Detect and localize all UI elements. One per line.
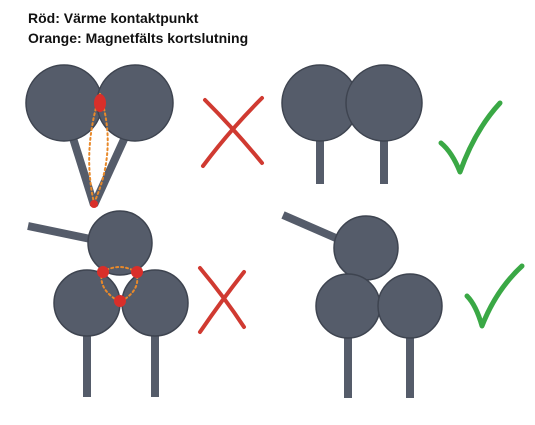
magnet-ball xyxy=(315,273,381,339)
heat-contact-point xyxy=(97,266,109,278)
magnet-ball xyxy=(121,269,189,337)
magnet-ball xyxy=(345,64,423,142)
magnet-ball xyxy=(333,215,399,281)
legend: Röd: Värme kontaktpunkt Orange: Magnetfä… xyxy=(28,8,248,48)
magnetic-short-line xyxy=(100,266,139,304)
example-top-right-correct xyxy=(281,64,423,184)
legend-red-label: Röd: Värme kontaktpunkt xyxy=(28,10,199,26)
stick xyxy=(316,120,324,184)
stick xyxy=(281,211,347,246)
cross-icon xyxy=(198,266,246,334)
magnet-ball xyxy=(87,210,153,276)
magnet-ball xyxy=(53,269,121,337)
legend-orange-label: Orange: Magnetfälts kortslutning xyxy=(28,30,249,46)
magnet-ball xyxy=(96,64,174,142)
stick xyxy=(68,133,98,207)
heat-contact-point xyxy=(114,295,126,307)
stick xyxy=(344,318,352,398)
stick xyxy=(406,318,414,398)
stick xyxy=(90,133,130,207)
example-bottom-left-wrong xyxy=(27,210,189,397)
stick xyxy=(380,120,388,184)
stick xyxy=(151,320,159,397)
cross-icon xyxy=(201,96,264,168)
checkmark-icon xyxy=(464,263,525,329)
example-bottom-right-correct xyxy=(281,211,443,398)
stick xyxy=(83,320,91,397)
heat-contact-point xyxy=(90,200,98,208)
heat-contact-point xyxy=(94,94,106,112)
heat-contact-point xyxy=(131,266,143,278)
magnet-ball xyxy=(377,273,443,339)
checkmark-icon xyxy=(438,100,503,175)
example-top-left-wrong xyxy=(25,64,174,208)
